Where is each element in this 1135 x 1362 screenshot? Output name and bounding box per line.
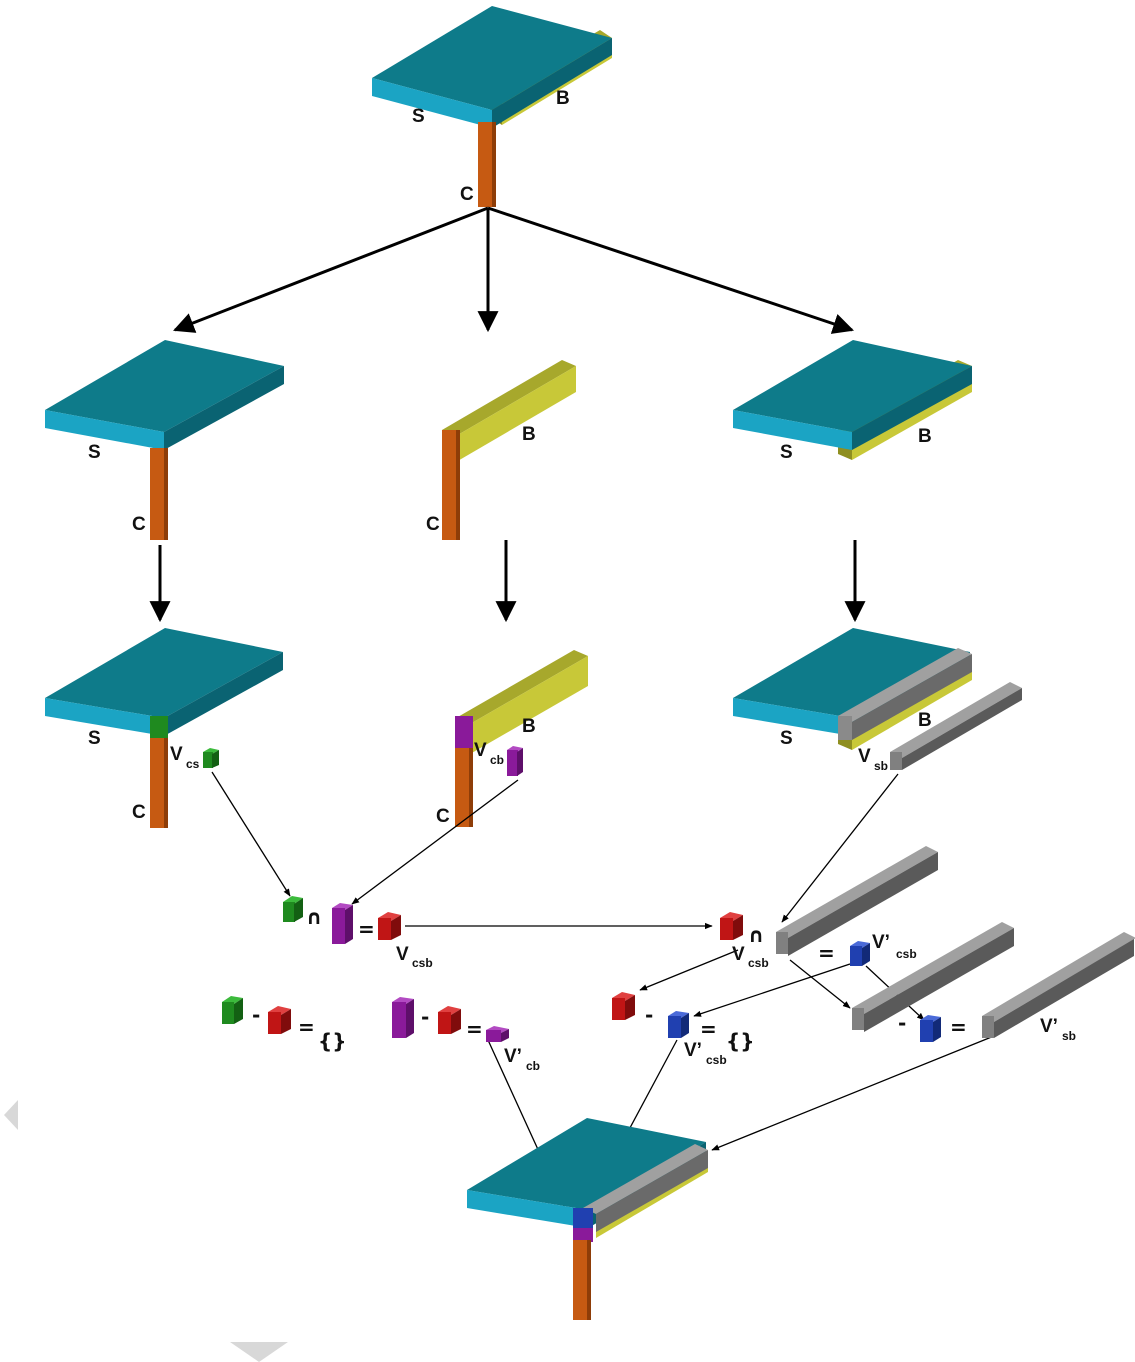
- label-vcs: V: [170, 744, 183, 765]
- label-beam-r3-right: B: [918, 710, 932, 731]
- label-beam-r3: B: [522, 716, 536, 737]
- slab-beam-pair: S B: [733, 340, 972, 463]
- empty-set-1: {}: [318, 1029, 346, 1053]
- equals-5: =: [700, 1017, 717, 1041]
- label-column-left: C: [132, 514, 146, 535]
- label-vsb: V: [858, 746, 871, 767]
- label-beam-top: B: [556, 88, 570, 109]
- green-cube-op: [283, 896, 303, 922]
- slab-column-intersection: S C V cs: [45, 628, 283, 828]
- final-assembly: [467, 1118, 708, 1320]
- vpcb-cube: [486, 1026, 509, 1042]
- label-column-r3: C: [132, 802, 146, 823]
- label-vpcsb-1-sub: csb: [896, 947, 917, 961]
- subtraction-csb: - = {} V’ csb: [612, 992, 754, 1067]
- label-vpsb-sub: sb: [1062, 1029, 1076, 1043]
- slab-column-pair: S C: [45, 340, 284, 540]
- left-triangle-mark: [4, 1100, 18, 1130]
- vpsb-beam: [982, 932, 1135, 1038]
- blue-cube-op-1: [850, 941, 870, 966]
- label-vcsb-1-sub: csb: [412, 956, 433, 970]
- label-vpcb: V’: [504, 1046, 522, 1067]
- label-column-mid: C: [426, 514, 440, 535]
- label-vcb: V: [474, 740, 487, 761]
- blue-cube-sub-2: [920, 1015, 941, 1042]
- equals-1: =: [358, 917, 375, 941]
- blue-cube-sub: [668, 1011, 689, 1038]
- split-arrows: [173, 206, 854, 334]
- red-cube-op-2: [720, 912, 743, 940]
- equals-2: =: [818, 941, 835, 965]
- label-slab-right: S: [780, 442, 793, 463]
- equals-6: =: [950, 1015, 967, 1039]
- label-vpcsb-2-sub: csb: [706, 1053, 727, 1067]
- vcs-cube: [203, 748, 219, 768]
- vsb-beam: [890, 682, 1022, 770]
- red-cube-sub-1: [268, 1006, 291, 1034]
- label-slab-top: S: [412, 106, 425, 127]
- green-cube-sub: [222, 996, 243, 1024]
- label-vcb-sub: cb: [490, 753, 504, 767]
- label-beam-mid: B: [522, 424, 536, 445]
- label-vcsb-2: V: [732, 944, 745, 965]
- purple-cube-sub: [392, 997, 414, 1038]
- red-cube-sub-2: [438, 1006, 461, 1034]
- equals-3: =: [298, 1015, 315, 1039]
- cap-symbol-1: ∩: [306, 905, 322, 929]
- label-slab-r3: S: [88, 728, 101, 749]
- beam-column-intersection: B C V cb: [436, 650, 588, 827]
- red-cube-op: [378, 912, 401, 940]
- minus-2: -: [421, 1005, 429, 1029]
- label-beam-right: B: [918, 426, 932, 447]
- label-vsb-sub: sb: [874, 759, 888, 773]
- empty-set-2: {}: [726, 1029, 754, 1053]
- label-vpcsb-1: V’: [872, 932, 890, 953]
- minus-1: -: [252, 1003, 260, 1027]
- label-vcsb-1: V: [396, 944, 409, 965]
- cap-symbol-2: ∩: [748, 923, 764, 947]
- vcb-cube: [507, 746, 523, 776]
- label-column-top: C: [460, 184, 474, 205]
- gray-beam-op-2: [852, 922, 1014, 1032]
- subtraction-sb: - = V’ sb: [898, 932, 1135, 1043]
- label-vcsb-2-sub: csb: [748, 956, 769, 970]
- label-vcs-sub: cs: [186, 757, 200, 771]
- beam-column-pair: B C: [426, 360, 576, 540]
- label-slab-left: S: [88, 442, 101, 463]
- intersection-equation-right: ∩ V csb = V’ csb: [720, 846, 1014, 1032]
- label-vpcsb-2: V’: [684, 1040, 702, 1061]
- subtraction-cb: - = V’ cb: [392, 997, 540, 1073]
- label-vpcb-sub: cb: [526, 1059, 540, 1073]
- equals-4: =: [466, 1017, 483, 1041]
- top-assembly: S B C: [372, 6, 612, 207]
- label-vpsb: V’: [1040, 1016, 1058, 1037]
- intersection-equation-left: ∩ = V csb: [283, 896, 433, 970]
- purple-cube-op: [332, 903, 353, 944]
- minus-3: -: [645, 1003, 653, 1027]
- label-column-r3-mid: C: [436, 806, 450, 827]
- minus-4: -: [898, 1011, 906, 1035]
- subtraction-cs: - = {}: [222, 996, 346, 1053]
- label-slab-r3-right: S: [780, 728, 793, 749]
- gray-beam-op-1: [776, 846, 938, 956]
- red-cube-sub-3: [612, 992, 635, 1020]
- slab-beam-intersection: S B V sb: [733, 628, 1022, 773]
- bottom-triangle-mark: [230, 1342, 288, 1362]
- down-arrows: [149, 540, 866, 623]
